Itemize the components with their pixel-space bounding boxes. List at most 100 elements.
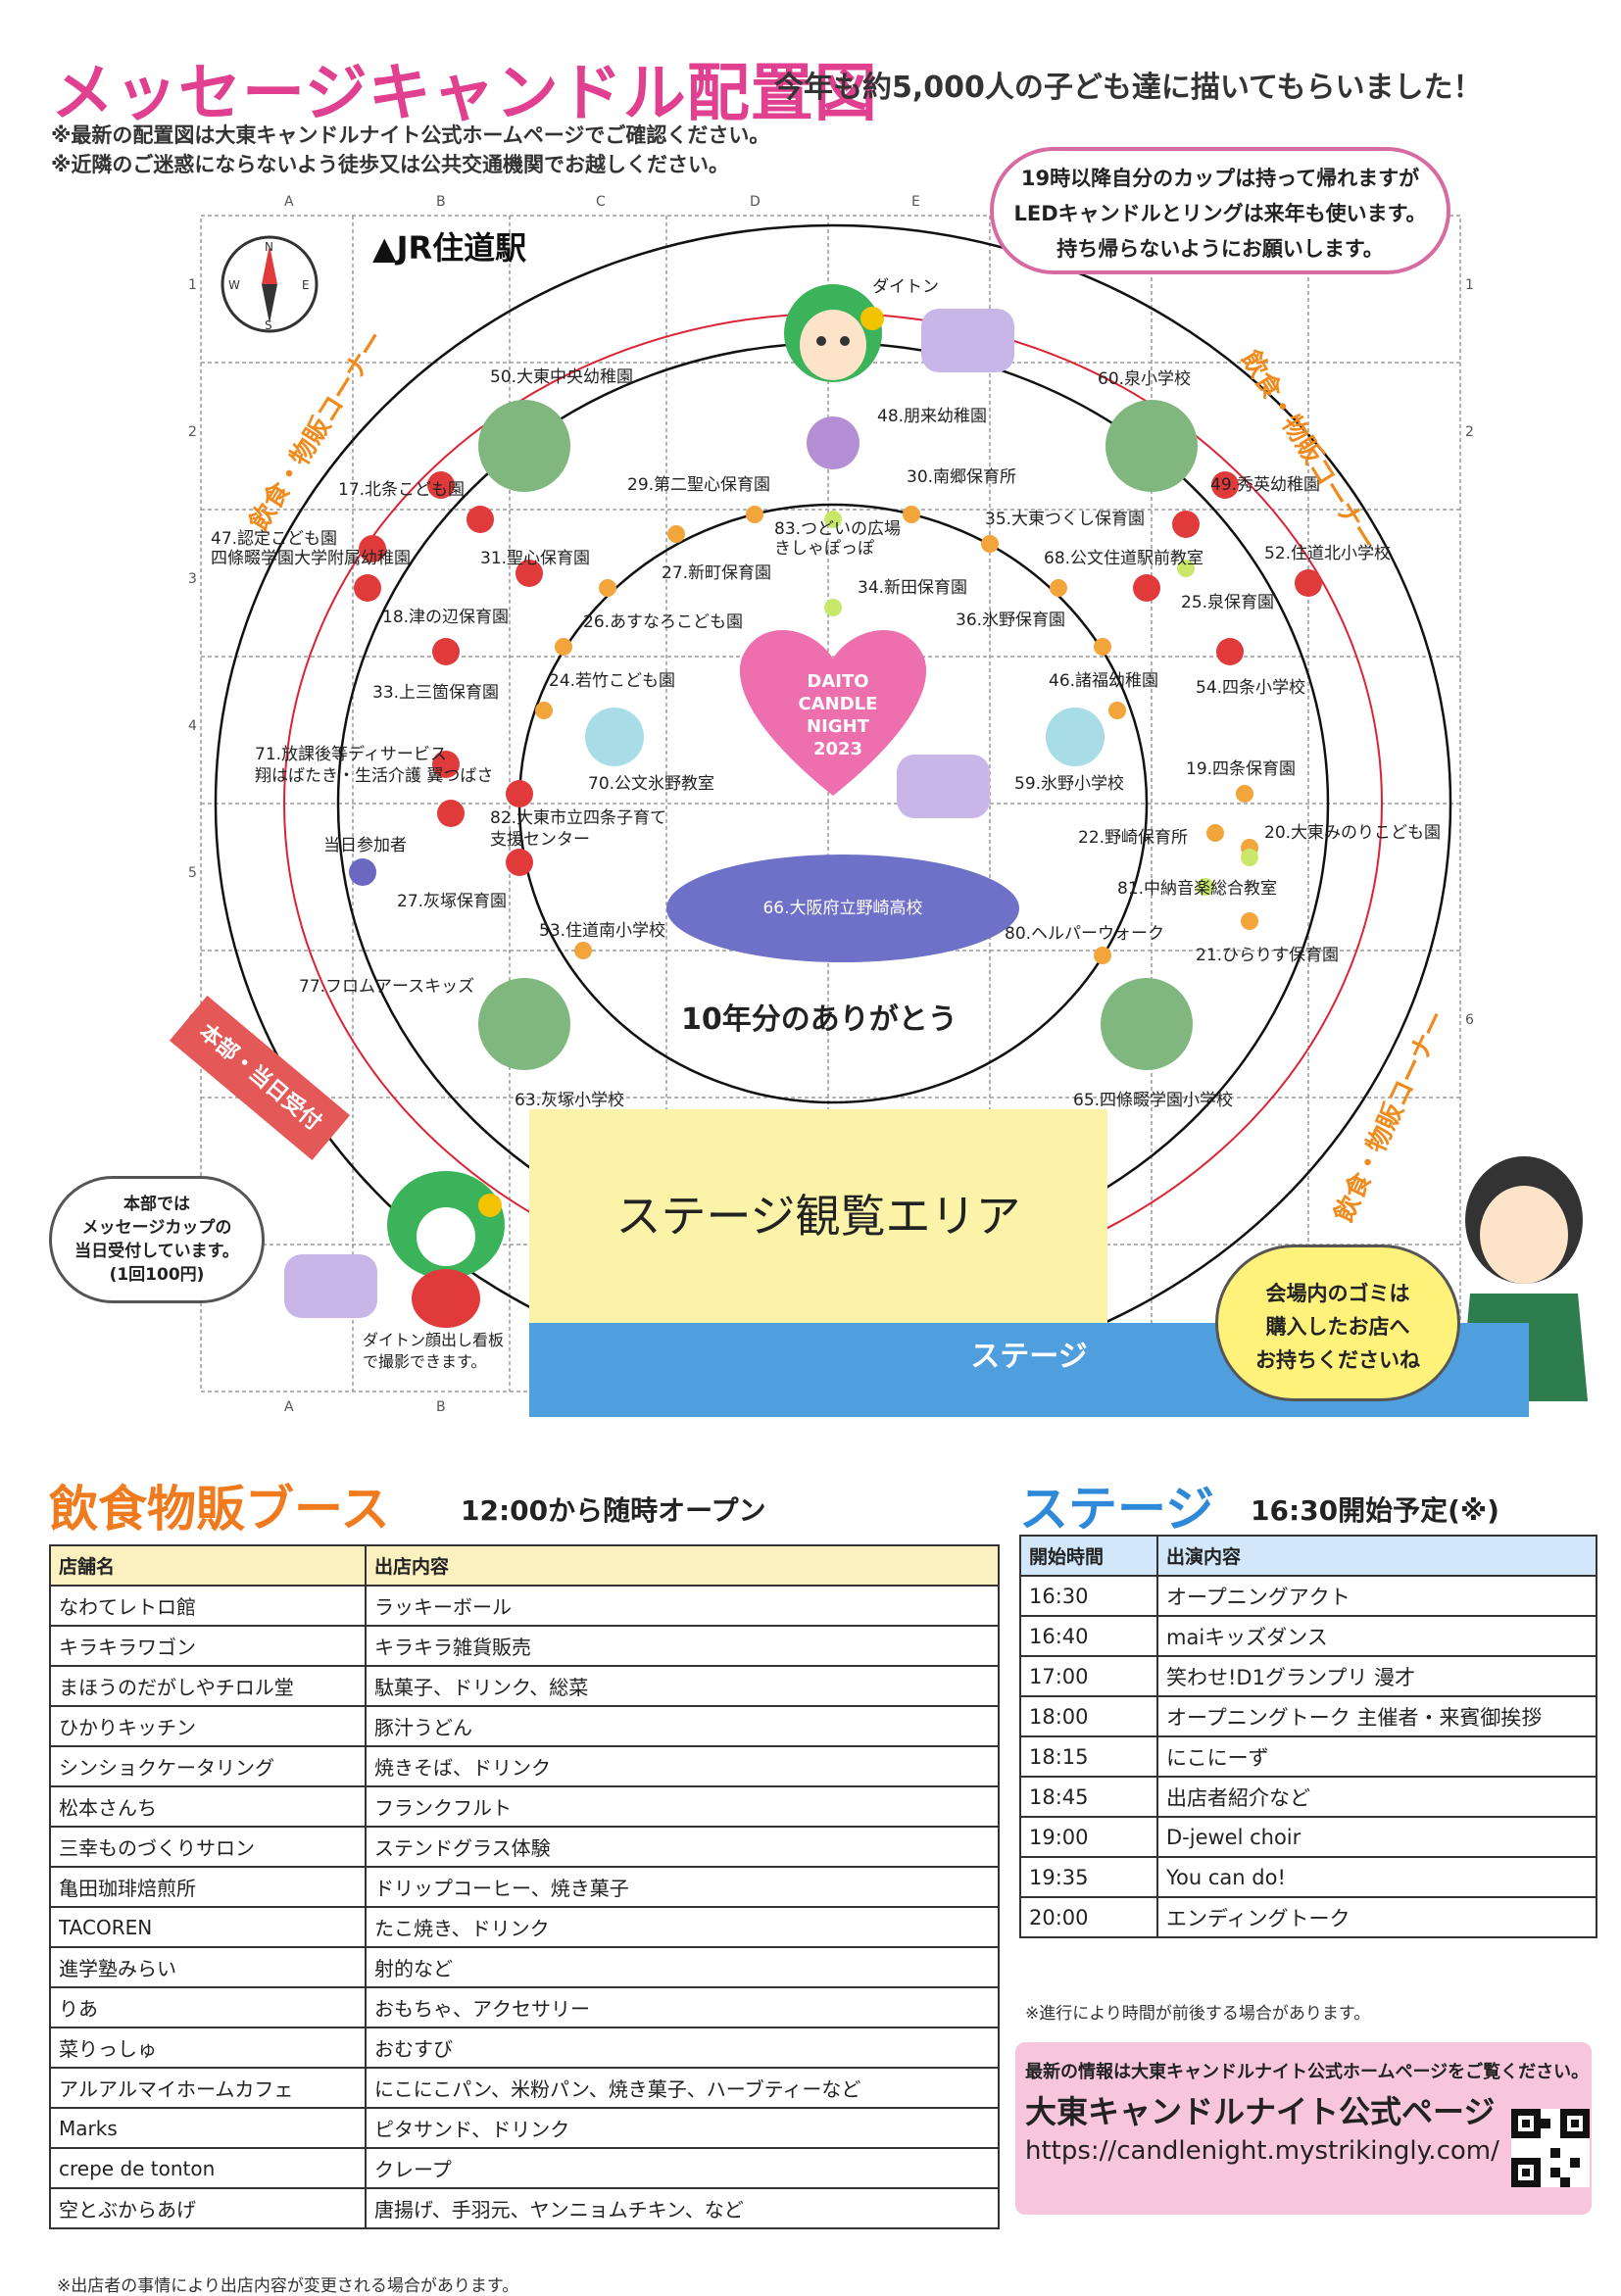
table-cell: フランクフルト <box>365 1785 1000 1828</box>
cup-return-bubble: 19時以降自分のカップは持って帰れますが LEDキャンドルとリングは来年も使いま… <box>990 147 1450 274</box>
bubble-line: (1回100円) <box>109 1265 205 1285</box>
table-cell: 16:40 <box>1019 1615 1158 1657</box>
table-cell: ドリップコーヒー、焼き菓子 <box>365 1866 1000 1908</box>
table-row: まほうのだがしやチロル堂駄菓子、ドリンク、総菜 <box>49 1665 1000 1707</box>
spot-label: 34.新田保育園 <box>858 578 967 598</box>
table-cell: 三幸ものづくりサロン <box>49 1826 367 1868</box>
spot-label: 65.四條畷学園小学校 <box>1073 1091 1233 1110</box>
food-footnote: ※出店者の事情により出店内容が変更される場合があります。 <box>57 2276 519 2296</box>
table-cell: 亀田珈琲焙煎所 <box>49 1866 367 1908</box>
col-label: D <box>750 194 761 210</box>
spot-label: 翔はばたき・生活介護 翼つばさ <box>255 766 493 786</box>
table-cell: ピタサンド、ドリンク <box>365 2107 1000 2149</box>
bubble-line: 持ち帰らないようにお願いします。 <box>1056 237 1384 261</box>
spot-label: 68.公文住道駅前教室 <box>1044 549 1203 568</box>
compass-icon: N S W E <box>221 235 319 333</box>
table-cell: キラキラワゴン <box>49 1625 367 1667</box>
heart-line: DAITO <box>807 671 869 692</box>
table-cell: 出店者紹介など <box>1156 1776 1597 1818</box>
spot-label: 18.津の辺保育園 <box>382 608 509 627</box>
row-label: 1 <box>1465 277 1474 293</box>
spot-label: 71.放課後等ディサービス <box>255 744 447 764</box>
spot-circle <box>1101 978 1193 1070</box>
stage-start-time: 16:30開始予定(※) <box>1251 1494 1499 1527</box>
spot-circle <box>1046 708 1105 766</box>
spot-label: 31.聖心保育園 <box>480 549 590 568</box>
candle-layout-map: A B C D E A B C D E F 1 2 3 4 5 6 1 2 6 … <box>188 194 1588 1415</box>
table-cell: まほうのだがしやチロル堂 <box>49 1665 367 1707</box>
table-row: 空とぶからあげ唐揚げ、手羽元、ヤンニョムチキン、など <box>49 2187 1000 2229</box>
bubble-line: 会場内のゴミは <box>1265 1282 1410 1305</box>
table-cell: D-jewel choir <box>1156 1816 1597 1858</box>
table-cell: Marks <box>49 2107 367 2149</box>
col-header: 出演内容 <box>1156 1535 1597 1577</box>
spot-circle <box>807 416 860 469</box>
spot-label: 36.氷野保育園 <box>956 611 1065 630</box>
heart-line: CANDLE <box>798 694 878 714</box>
spot-label: 四條畷学園大学附属幼稚園 <box>211 549 411 568</box>
spot-label: 当日参加者 <box>323 836 407 855</box>
table-cell: キラキラ雑貨販売 <box>365 1625 1000 1667</box>
row-label: 2 <box>188 424 197 440</box>
info-title: 大東キャンドルナイト公式ページ <box>1025 2093 1496 2130</box>
table-cell: シンショクケータリング <box>49 1745 367 1787</box>
table-cell: クレープ <box>365 2147 1000 2189</box>
table-row: 松本さんちフランクフルト <box>49 1785 1000 1828</box>
trash-bubble: 会場内のゴミは 購入したお店へ お持ちくださいね <box>1215 1245 1460 1401</box>
official-url-link[interactable]: https://candlenight.mystrikingly.com/ <box>1025 2136 1499 2166</box>
spot-label: 48.朋来幼稚園 <box>877 407 987 426</box>
svg-text:E: E <box>302 278 310 292</box>
bubble-line: お持ちくださいね <box>1255 1348 1420 1372</box>
spot-label: 49.秀英幼稚園 <box>1210 475 1320 495</box>
table-cell: 19:35 <box>1019 1856 1158 1898</box>
spot-label: きしゃぽっぽ <box>774 539 874 559</box>
spot-circle <box>1105 400 1198 492</box>
qr-code-icon[interactable] <box>1511 2109 1590 2187</box>
table-cell: 18:45 <box>1019 1776 1158 1818</box>
bubble-line: 購入したお店へ <box>1265 1315 1410 1339</box>
table-row: なわてレトロ館ラッキーボール <box>49 1585 1000 1627</box>
bubble-line: 19時以降自分のカップは持って帰れますが <box>1020 167 1420 190</box>
spot-label: 20.大東みのりこども園 <box>1264 823 1441 843</box>
spot-label: 35.大東つくし保育園 <box>985 510 1145 529</box>
stage-section-title: ステージ <box>1019 1481 1214 1538</box>
col-label: B <box>436 194 446 210</box>
station-label: ▲JR住道駅 <box>372 229 527 267</box>
col-label: A <box>284 1399 294 1415</box>
col-label: A <box>284 194 294 210</box>
heart-label: DAITO CANDLE NIGHT 2023 <box>774 670 902 760</box>
table-cell: 松本さんち <box>49 1785 367 1828</box>
spot-label: 支援センター <box>490 830 590 850</box>
table-cell: 18:15 <box>1019 1735 1158 1778</box>
col-label: C <box>596 194 606 210</box>
table-row: 菜りっしゅおむすび <box>49 2027 1000 2069</box>
bubble-line: 本部では <box>123 1195 190 1214</box>
daiton-mascot-icon <box>784 284 884 382</box>
table-cell: アルアルマイホームカフェ <box>49 2067 367 2109</box>
table-cell: オープニングアクト <box>1156 1575 1597 1617</box>
lime-dots <box>824 511 1258 896</box>
table-cell: 進学塾みらい <box>49 1946 367 1988</box>
table-row: ひかりキッチン豚汁うどん <box>49 1705 1000 1747</box>
table-cell: 焼きそば、ドリンク <box>365 1745 1000 1787</box>
stage-footnote: ※進行により時間が前後する場合があります。 <box>1025 2004 1371 2024</box>
table-row: アルアルマイホームカフェにこにこパン、米粉パン、焼き菓子、ハーブティーなど <box>49 2067 1000 2109</box>
spot-label: 81.中納音楽総合教室 <box>1117 879 1277 899</box>
col-header: 開始時間 <box>1019 1535 1158 1577</box>
table-cell: 唐揚げ、手羽元、ヤンニョムチキン、など <box>365 2187 1000 2229</box>
table-cell: おむすび <box>365 2027 1000 2069</box>
bubble-line: 当日受付しています。 <box>74 1242 239 1261</box>
table-cell: crepe de tonton <box>49 2147 367 2189</box>
hq-info-bubble: 本部では メッセージカップの 当日受付しています。 (1回100円) <box>49 1176 265 1303</box>
table-row: りあおもちゃ、アクセサリー <box>49 1986 1000 2028</box>
spot-label: 26.あすなろこども園 <box>583 612 743 632</box>
table-cell: なわてレトロ館 <box>49 1585 367 1627</box>
spot-label: 63.灰塚小学校 <box>515 1091 624 1110</box>
spot-label: 77.フロムアースキッズ <box>299 977 474 997</box>
